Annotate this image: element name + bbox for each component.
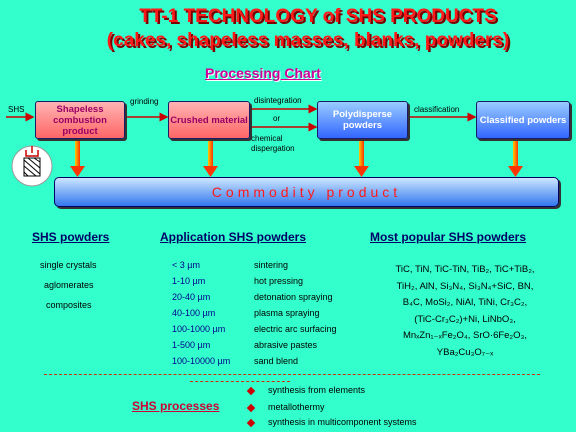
application-heading: Application SHS powders (160, 230, 307, 244)
shs-processes-heading: SHS processes (132, 399, 220, 413)
popular-line: (TiC-Cr₃C₂)+Ni, LiNbO₃, (414, 313, 516, 325)
popular-line: YBa₂Cu₃O₇₋ₓ (436, 346, 494, 358)
chemical-dispergation-label: chemical dispergation (251, 134, 295, 153)
popular-heading: Most popular SHS powders (370, 230, 527, 244)
title-line-1: TT-1 TECHNOLOGY of SHS PRODUCTS (139, 6, 497, 27)
shs-powder-item: single crystals (40, 260, 97, 270)
process-item: synthesis in multicomponent systems (268, 417, 417, 427)
app-size: 1-10 µm (172, 276, 206, 286)
process-item: synthesis from elements (268, 385, 366, 395)
app-use: detonation spraying (254, 292, 333, 302)
dashed-divider (190, 381, 290, 382)
app-size: 100-10000 µm (172, 356, 231, 366)
disintegration-label: disintegration (254, 96, 302, 105)
box-polydisperse-powders: Polydisperse powders (317, 101, 408, 139)
popular-line: TiH₂, AlN, Si₃N₄, Si₃N₄+SiC, BN, (396, 280, 534, 292)
chart-title: Processing Chart (205, 65, 321, 81)
app-use: abrasive pastes (254, 340, 318, 350)
classification-label: classification (414, 105, 460, 114)
box-classified-powders: Classified powders (476, 101, 570, 139)
down-arrow-4 (508, 141, 523, 177)
box-crushed-material: Crushed material (168, 101, 250, 139)
app-use: sintering (254, 260, 289, 270)
grinding-label: grinding (130, 97, 159, 106)
app-use: electric arc surfacing (254, 324, 337, 334)
app-use: hot pressing (254, 276, 304, 286)
or-label: or (273, 114, 281, 123)
popular-line: B₄C, MoSi₂, NiAl, TiNi, Cr₃C₂, (402, 297, 528, 308)
shs-powder-item: aglomerates (44, 280, 94, 290)
popular-line: MnₓZn₁₋ₓFe₂O₄, SrO·6Fe₂O₃, (402, 330, 528, 341)
app-size: 1-500 µm (172, 340, 211, 350)
app-use: plasma spraying (254, 308, 320, 318)
down-arrow-3 (354, 141, 369, 177)
shs-powder-item: composites (46, 300, 92, 310)
app-size: 100-1000 µm (172, 324, 226, 334)
commodity-product-bar: Commodity product (54, 177, 559, 207)
reactor-icon (11, 145, 53, 187)
down-arrow-1 (70, 141, 85, 177)
dashed-divider (44, 374, 540, 375)
title-line-2: (cakes, shapeless masses, blanks, powder… (106, 30, 510, 51)
shs-input-label: SHS (8, 105, 25, 114)
app-size: 40-100 µm (172, 308, 216, 318)
process-item: metallothermy (268, 402, 325, 412)
app-use: sand blend (254, 356, 299, 366)
app-size: 20-40 µm (172, 292, 211, 302)
shs-powders-heading: SHS powders (32, 230, 110, 244)
popular-list: TiC, TiN, TiC-TiN, TiB₂, TiC+TiB₂, TiH₂,… (370, 262, 560, 361)
down-arrow-2 (203, 141, 218, 177)
popular-line: TiC, TiN, TiC-TiN, TiB₂, TiC+TiB₂, (395, 264, 535, 275)
app-size: < 3 µm (172, 260, 200, 270)
box-shapeless-combustion-product: Shapeless combustion product (35, 101, 125, 139)
